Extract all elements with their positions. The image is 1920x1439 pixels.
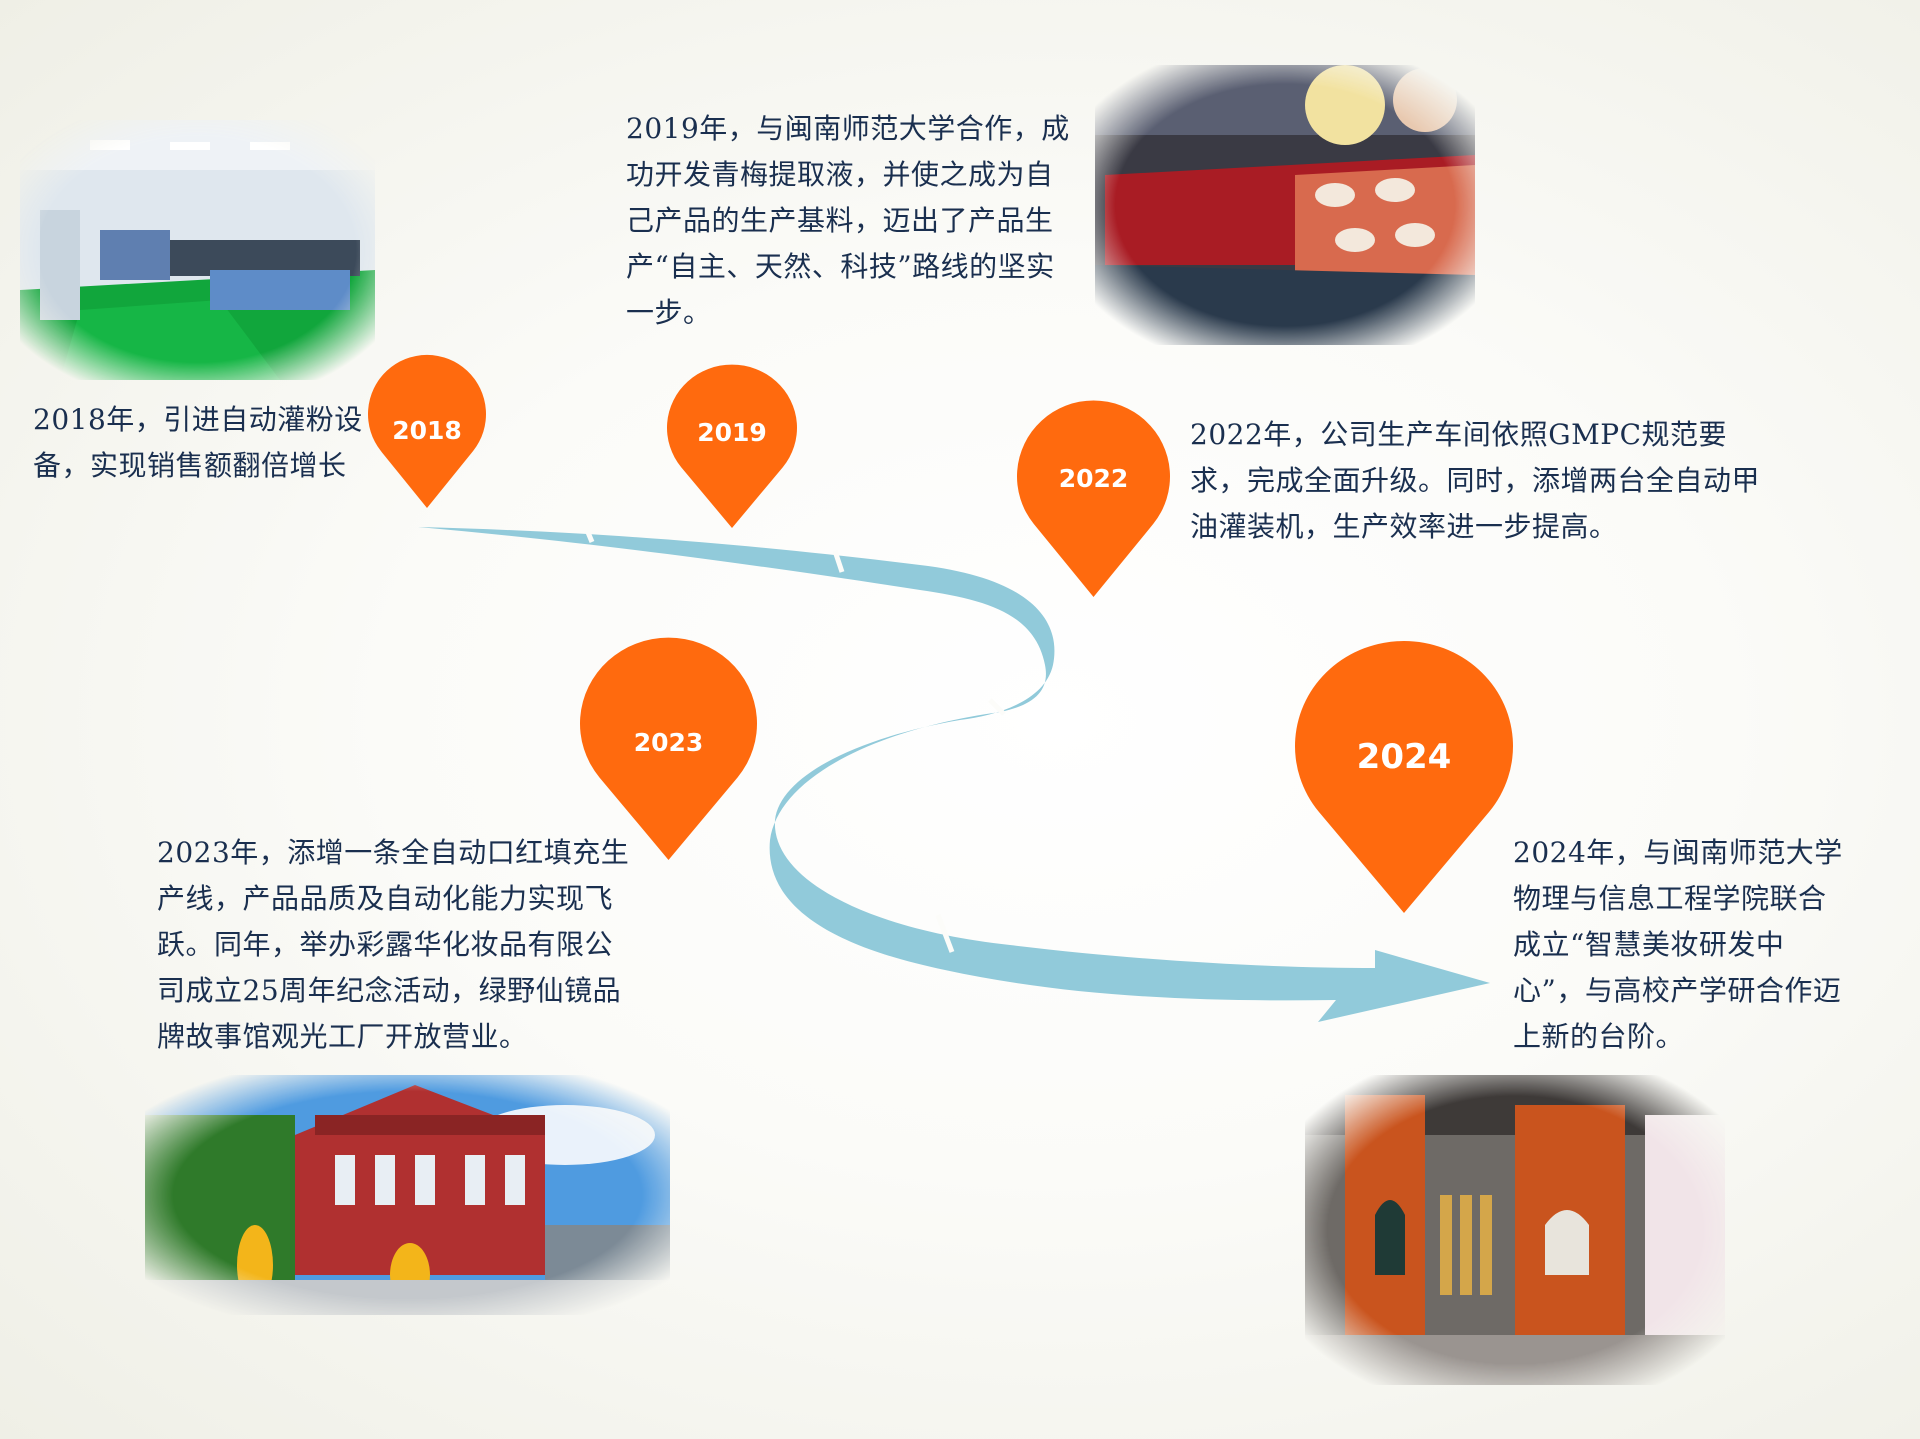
pin-year-2019: 2019 <box>697 418 767 447</box>
laboratory-photo <box>20 120 375 380</box>
milestone-2022-text: 2022年，公司生产车间依照GMPC规范要求，完成全面升级。同时，添增两台全自动… <box>1190 418 1761 543</box>
cosmetics-display-photo <box>1095 65 1475 345</box>
milestone-2023-text: 2023年，添增一条全自动口红填充生产线，产品品质及自动化能力实现飞跃。同年，举… <box>157 836 630 1053</box>
pin-2018: 2018 <box>368 354 486 509</box>
pin-2023: 2023 <box>580 637 757 861</box>
showroom-photo <box>1305 1075 1725 1385</box>
milestone-2024-text: 2024年，与闽南师范大学物理与信息工程学院联合成立“智慧美妆研发中心”，与高校… <box>1513 836 1843 1053</box>
milestone-2019-text: 2019年，与闽南师范大学合作，成功开发青梅提取液，并使之成为自己产品的生产基料… <box>626 112 1070 329</box>
milestone-2018-text: 2018年，引进自动灌粉设备，实现销售额翻倍增长 <box>33 403 363 482</box>
pin-year-2018: 2018 <box>392 416 462 445</box>
pin-2024: 2024 <box>1295 640 1513 914</box>
pin-year-2022: 2022 <box>1058 464 1129 493</box>
factory-building-photo <box>145 1075 670 1315</box>
pin-2022: 2022 <box>1017 400 1170 597</box>
pin-2019: 2019 <box>667 364 797 528</box>
pin-year-2023: 2023 <box>633 728 704 757</box>
pin-year-2024: 2024 <box>1356 737 1452 777</box>
